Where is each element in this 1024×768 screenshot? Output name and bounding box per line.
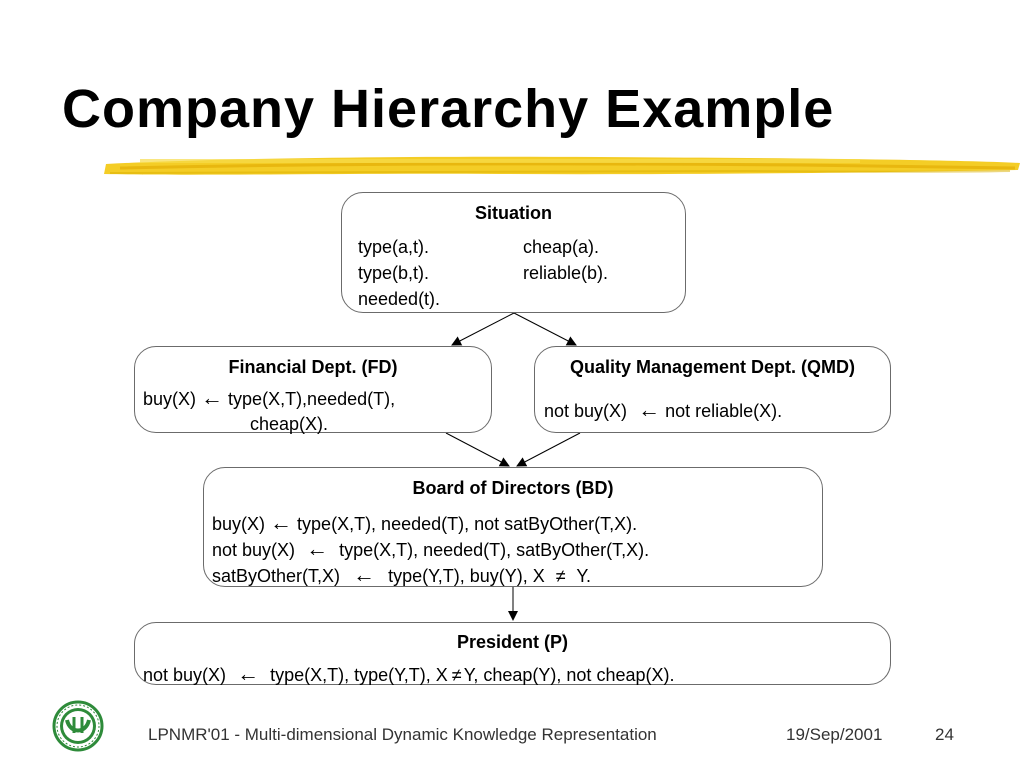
rule-body: not reliable(X). [665,401,783,421]
bd-rule-1: buy(X) ← type(X,T), needed(T), not satBy… [212,512,637,535]
rule-body: type(Y,T), buy(Y), X [388,566,545,586]
rule-body: Y, cheap(Y), not cheap(X). [463,665,675,685]
left-arrow-icon: ← [201,385,224,410]
president-box: President (P) not buy(X) ← type(X,T), ty… [134,622,891,685]
left-arrow-icon: ← [638,397,661,422]
rule-head: buy(X) [212,514,266,534]
fd-rule-line-1: buy(X) ← type(X,T),needed(T), [143,387,395,410]
qmd-box: Quality Management Dept. (QMD) not buy(X… [534,346,891,433]
arrow-situation-to-fd [451,312,515,346]
rule-body: type(X,T),needed(T), [228,389,396,409]
left-arrow-icon: ← [306,536,329,561]
fd-box: Financial Dept. (FD) buy(X) ← type(X,T),… [134,346,492,434]
slide-title: Company Hierarchy Example [62,79,835,139]
rule-head: buy(X) [143,389,197,409]
left-arrow-icon: ← [237,661,260,686]
left-arrow-icon: ← [270,510,293,535]
situation-title: Situation [475,203,552,223]
rule-body: type(X,T), type(Y,T), X [270,665,448,685]
situation-fact: type(b,t). [358,263,430,283]
not-equal-icon: ≠ [451,665,462,685]
university-seal-logo-icon [52,700,104,752]
not-equal-icon: ≠ [555,566,566,586]
rule-head: not buy(X) [544,401,628,421]
president-title: President (P) [456,632,569,652]
rule-head: satByOther(T,X) [212,566,341,586]
bd-rule-3: satByOther(T,X) ← type(Y,T), buy(Y), X ≠… [212,564,591,587]
situation-box: Situation type(a,t). type(b,t). needed(t… [341,192,686,313]
qmd-title: Quality Management Dept. (QMD) [569,357,856,377]
arrow-situation-to-qmd [513,312,577,346]
footer-date: 19/Sep/2001 [786,725,883,744]
situation-fact: type(a,t). [358,237,430,257]
situation-fact: reliable(b). [523,263,609,283]
rule-body: type(X,T), needed(T), not satByOther(T,X… [297,514,638,534]
bd-rule-2: not buy(X) ← type(X,T), needed(T), satBy… [212,538,649,561]
arrow-fd-to-bd [445,432,510,467]
footer-page-number: 24 [935,725,954,744]
qmd-rule-line: not buy(X) ← not reliable(X). [544,399,782,422]
rule-body: type(X,T), needed(T), satByOther(T,X). [339,540,650,560]
rule-tail: Y. [576,566,592,586]
arrow-qmd-to-bd [516,432,581,467]
footer-text: LPNMR'01 - Multi-dimensional Dynamic Kno… [148,725,657,744]
rule-head: not buy(X) [143,665,227,685]
fd-rule-line-2: cheap(X). [250,414,329,434]
rule-head: not buy(X) [212,540,296,560]
president-rule: not buy(X) ← type(X,T), type(Y,T), X≠Y, … [143,663,674,686]
bd-title: Board of Directors (BD) [412,478,614,498]
bd-box: Board of Directors (BD) buy(X) ← type(X,… [203,467,823,587]
left-arrow-icon: ← [353,562,376,587]
fd-title: Financial Dept. (FD) [228,357,398,377]
situation-fact: needed(t). [358,289,441,309]
situation-fact: cheap(a). [523,237,600,257]
title-highlighter-stroke [104,156,1020,175]
